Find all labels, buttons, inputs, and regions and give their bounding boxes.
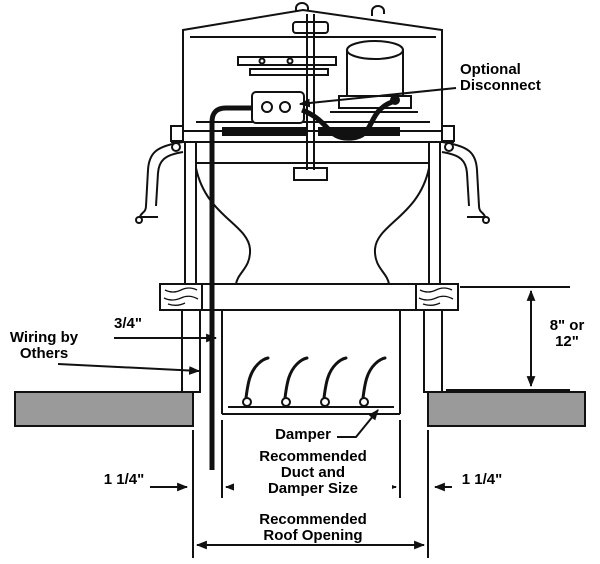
wood-grain-left [163,287,199,306]
dim-gap-label: 3/4" [114,315,142,332]
damper-blade [322,356,348,400]
label-wiring-by-others: Wiring by Others [9,329,79,362]
label-damper: Damper [275,426,331,443]
dim-duct-size-label: Recommended Duct and Damper Size [234,449,392,497]
damper-leader-arrow [337,409,379,438]
motor-bracket [237,56,337,66]
roof-slab-left [14,391,194,427]
dimension-lines [57,87,570,558]
duct-and-damper [221,310,401,415]
wood-grain-right [418,287,454,306]
label-optional-disconnect: Optional Disconnect [460,61,541,94]
dim-right-clearance-label: 1 1/4" [461,471,503,488]
motor [330,40,418,113]
junction-box [251,91,305,124]
damper-pivot [359,397,369,407]
conduit-connector [390,95,400,105]
damper-blade [361,356,387,400]
venturi-housing [184,142,441,285]
windband-skirt [135,141,490,224]
roof-slab-right [427,391,586,427]
damper-blade [283,356,309,400]
damper-pivot [281,397,291,407]
roof-deck [14,391,586,427]
dim-left-clearance-label: 1 1/4" [103,471,145,488]
wiring-leader-arrow [57,363,201,375]
disconnect-leader-arrow [298,87,457,108]
damper-pivot [320,397,330,407]
damper-blade [244,356,270,400]
dim-roof-opening-label: Recommended Roof Opening [226,512,400,544]
lifting-lugs [170,125,455,152]
flexible-conduit [301,99,394,141]
damper-pivot [242,397,252,407]
mounting-bars [222,127,400,136]
dim-curb-height-label: 8" or 12" [549,317,585,350]
roof-curb-cap [159,283,459,311]
power-conduit [209,95,400,470]
